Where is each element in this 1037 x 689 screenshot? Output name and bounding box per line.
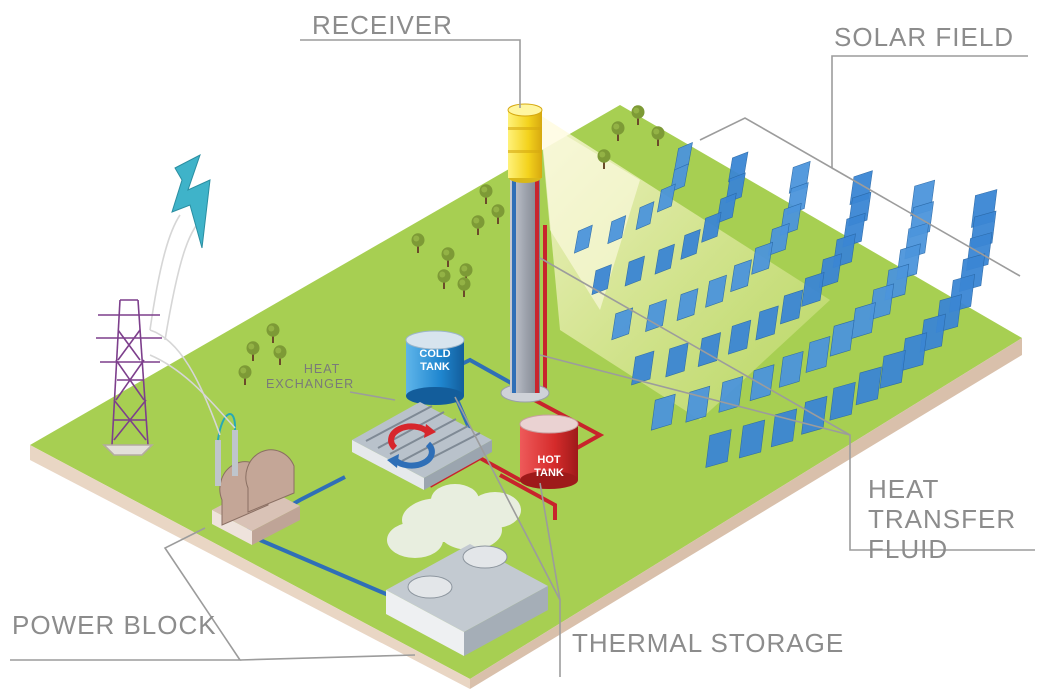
heliostat-mirror xyxy=(779,289,804,325)
heliostat-mirror xyxy=(749,364,775,402)
cold-tank-label-2: TANK xyxy=(420,361,450,373)
hot-tank: HOT TANK xyxy=(519,414,579,489)
heliostat-mirror xyxy=(611,307,634,341)
heat-transfer-fluid-label: HEAT TRANSFER FLUID xyxy=(868,474,1016,564)
leader-lines xyxy=(10,39,1035,677)
thermal-storage-label: THERMAL STORAGE xyxy=(572,628,845,658)
heat-transfer-fluid-line-1: HEAT xyxy=(868,474,940,504)
heliostat-mirror xyxy=(829,381,856,421)
heliostat-mirror xyxy=(591,264,612,296)
heliostat-mirror xyxy=(705,429,732,468)
heat-exchange-arrows-icon xyxy=(387,423,436,469)
heliostat-mirror xyxy=(624,255,645,287)
solar-field-label: SOLAR FIELD xyxy=(834,22,1015,52)
heliostat-mirror xyxy=(676,288,699,322)
sunlight-beams xyxy=(540,115,830,420)
heliostat-mirror xyxy=(805,336,831,373)
heliostat-mirror xyxy=(738,419,766,459)
heliostat-mirror xyxy=(730,259,752,293)
heliostat-mirror xyxy=(635,201,655,231)
heliostat-mirror xyxy=(665,342,689,378)
heliostat-mirror xyxy=(855,366,882,406)
heliostat-mirror xyxy=(755,305,779,341)
solar-field-mirrors xyxy=(573,142,998,468)
heliostat-mirror xyxy=(705,274,727,308)
heliostat-mirror xyxy=(801,272,825,307)
heat-transfer-fluid-line-3: FLUID xyxy=(868,534,949,564)
heliostat-mirror xyxy=(685,385,711,423)
heliostat-mirror xyxy=(573,224,593,254)
heliostat-mirror xyxy=(631,350,655,386)
heliostat-mirror xyxy=(654,243,675,275)
power-block-label: POWER BLOCK xyxy=(12,610,217,640)
cooling-unit xyxy=(386,544,548,656)
heat-transfer-fluid-line-2: TRANSFER xyxy=(868,504,1017,534)
heliostat-mirror xyxy=(778,350,804,388)
heat-exchanger-line-1: HEAT xyxy=(303,362,341,376)
heliostat-mirror xyxy=(650,393,676,431)
cold-tank: COLD TANK xyxy=(405,330,465,405)
turbine-generator xyxy=(212,413,300,545)
receiver-label: RECEIVER xyxy=(312,10,453,40)
heat-exchanger xyxy=(352,402,492,490)
hot-tank-label-1: HOT xyxy=(537,454,561,466)
heliostat-mirror xyxy=(829,319,855,357)
steam-clouds xyxy=(387,484,521,558)
heliostat-mirror xyxy=(701,211,722,243)
cold-tank-label-1: COLD xyxy=(419,348,450,360)
heliostat-mirror xyxy=(645,299,667,332)
heliostat-mirror xyxy=(607,215,627,245)
receiver-tower xyxy=(500,103,550,403)
heliostat-mirror xyxy=(727,319,752,355)
heliostat-mirror xyxy=(770,408,798,448)
heliostat-mirror xyxy=(879,349,906,389)
heat-exchanger-line-2: EXCHANGER xyxy=(266,377,355,391)
heliostat-mirror xyxy=(680,228,701,260)
lightning-bolt-icon xyxy=(171,153,211,249)
transmission-tower-icon xyxy=(96,299,162,456)
hot-tank-label-2: TANK xyxy=(534,467,564,479)
heliostat-mirror xyxy=(656,183,676,213)
heat-exchanger-label: HEAT EXCHANGER xyxy=(266,362,354,392)
heliostat-mirror xyxy=(751,241,774,275)
